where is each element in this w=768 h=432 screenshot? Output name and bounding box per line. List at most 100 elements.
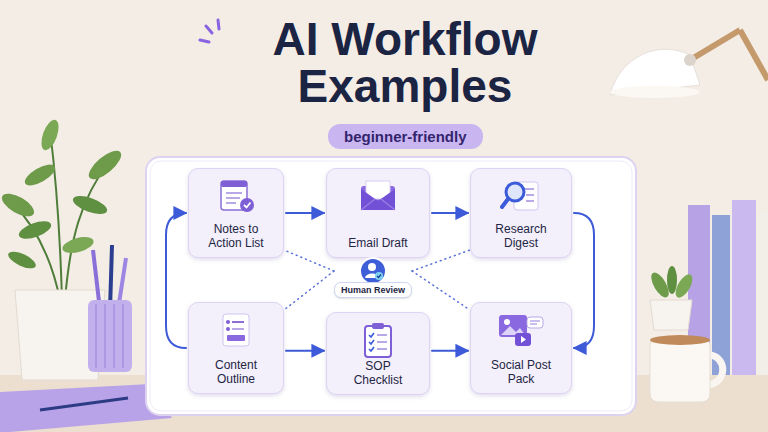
background-illustration-part-part (10, 200, 60, 300)
background-illustration-part-part (650, 338, 710, 402)
icon-part-part (365, 326, 391, 357)
process-card: Content Outline (188, 302, 284, 394)
background-illustration-part-part (684, 54, 696, 66)
icon-part (498, 177, 544, 215)
background-illustration-part-part (667, 266, 677, 294)
icon-part-part (377, 348, 387, 350)
process-card: Research Digest (470, 168, 572, 258)
icon-part-part (226, 327, 230, 331)
icon-part-part (502, 199, 508, 207)
background-illustration-part-part (690, 30, 740, 60)
process-card: SOP Checklist (326, 312, 430, 395)
node-label: Email Draft (341, 236, 415, 250)
icon-part-part (515, 333, 531, 346)
dotted-connector (412, 271, 470, 310)
background-illustration-part (650, 335, 723, 402)
icon-part-part (526, 200, 534, 202)
flow-arrow (166, 213, 186, 348)
background-illustration-part-part (200, 40, 209, 42)
background-illustration-part-part (65, 160, 110, 300)
icon-part-part (524, 188, 534, 190)
icon-part-part (375, 272, 383, 280)
icon-part-part (360, 258, 386, 284)
background-illustration-part-part-part (113, 304, 115, 368)
flow-arrow (432, 350, 468, 352)
background-illustration-part-part (610, 86, 700, 98)
node-label: Content Outline (199, 358, 273, 386)
background-illustration-part-part (650, 335, 710, 345)
background-illustration-part-part-part (122, 304, 124, 368)
node-label: Notes to Action List (199, 222, 273, 250)
background-illustration-part-part (22, 160, 58, 189)
icon-part-part (521, 336, 526, 343)
icon-part-part (369, 333, 374, 351)
icon (356, 321, 400, 359)
process-card: Social Post Pack (470, 302, 572, 394)
icon-part-part (232, 328, 244, 330)
icon (498, 177, 544, 215)
background-illustration-part-part (218, 20, 219, 29)
icon (359, 257, 387, 285)
icon-part-part (244, 203, 251, 208)
background-illustration-part (150, 161, 632, 411)
process-card: Email Draft (326, 168, 430, 258)
icon-part-part (372, 323, 384, 329)
background-illustration-part-part (17, 218, 54, 243)
background-illustration-part-part (712, 215, 730, 375)
icon-part (355, 177, 401, 215)
icon (495, 311, 547, 349)
background-illustration-part-part (50, 130, 62, 300)
icon (214, 177, 258, 215)
icon-part-part (368, 263, 376, 271)
icon-part-part (223, 314, 249, 346)
background-illustration-part-part (71, 192, 110, 217)
node-label: beginner-friendly (344, 128, 467, 145)
node-label: SOP Checklist (341, 359, 415, 387)
dotted-connector (284, 271, 334, 310)
icon-part-part (221, 181, 247, 187)
icon-part (214, 311, 258, 349)
icon-part (356, 321, 400, 359)
icon-part-part (226, 192, 242, 194)
background-illustration-part (88, 245, 132, 372)
flow-arrow (286, 350, 324, 352)
background-illustration-part (200, 20, 219, 42)
background-illustration-part-part (740, 30, 768, 80)
review-badge: Human Review (334, 257, 412, 298)
background-illustration-part-part (40, 398, 128, 410)
icon-part-part (226, 202, 236, 204)
icon-part-part (377, 334, 387, 336)
process-card: Notes to Action List (188, 168, 284, 258)
icon-part (214, 177, 258, 215)
background-illustration-part-part (6, 248, 38, 272)
background-illustration-part (146, 157, 636, 415)
flow-arrow (286, 212, 324, 214)
icon-part-part (361, 189, 395, 210)
icon-part-part (527, 317, 543, 328)
node-label: Human Review (334, 282, 412, 298)
icon-part (359, 257, 387, 285)
icon (355, 177, 401, 215)
background-illustration-part-part (758, 212, 768, 375)
tag-pill: beginner-friendly (328, 124, 483, 149)
icon-part-part (377, 341, 387, 343)
node-label: Research Digest (484, 222, 558, 250)
icon-part-part (361, 199, 395, 210)
background-illustration-part-part (88, 300, 132, 372)
background-illustration-part-part (732, 200, 756, 375)
background-illustration-part-part (672, 272, 695, 301)
flow-arrow (432, 212, 468, 214)
node-label: Social Post Pack (484, 358, 558, 386)
icon-part-part (226, 197, 240, 199)
background-illustration-part-part (0, 189, 38, 221)
icon (214, 311, 258, 349)
icon-part-part (530, 320, 540, 322)
icon-part (495, 311, 547, 349)
background-illustration-part-part-part (95, 304, 97, 368)
diagram-title: AI Workflow Examples (240, 16, 570, 110)
background-illustration-part-part-part (104, 304, 106, 368)
background-illustration-part-part (96, 304, 123, 368)
background-illustration-part-part (650, 300, 692, 330)
